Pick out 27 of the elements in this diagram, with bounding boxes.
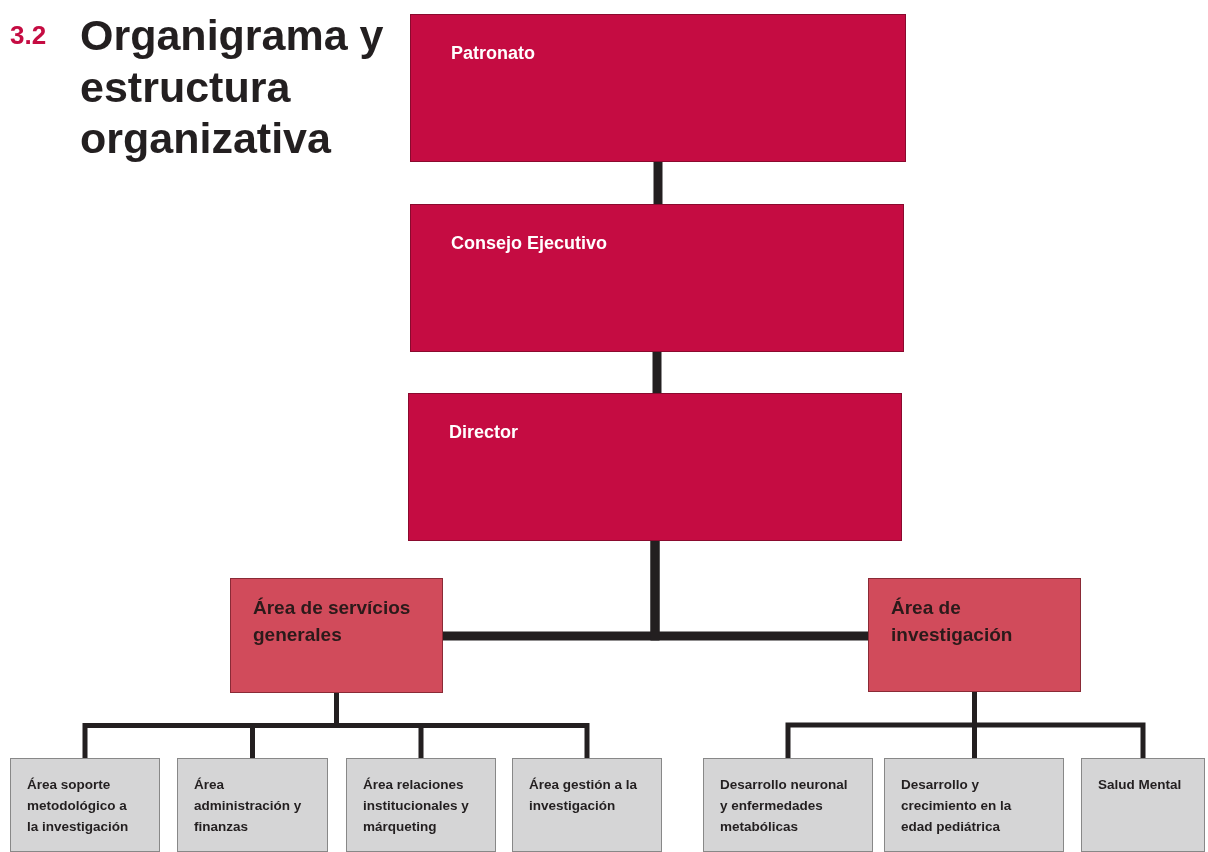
unit-box — [10, 758, 160, 852]
section-number: 3.2 — [10, 20, 47, 51]
box-label: Salud Mental — [1098, 776, 1183, 794]
box-label: Desarrollo y crecimiento en la edad pediátrica — [901, 776, 1013, 836]
unit-box — [703, 758, 873, 852]
unit-box — [1081, 758, 1205, 852]
box-label: Área soporte metodológico a la investigación — [27, 776, 130, 836]
box-label: Desarrollo neuronal y enfermedades metabólicas — [720, 776, 849, 836]
box-label: Patronato — [451, 43, 536, 64]
governance-box — [408, 393, 902, 541]
box-label: Director — [449, 422, 520, 443]
box-label: Área de investigación — [891, 596, 1014, 647]
area-box — [230, 578, 443, 693]
heading: Organigrama y estructura organizativa — [80, 10, 385, 165]
unit-box — [177, 758, 328, 852]
box-label: Área administración y finanzas — [194, 776, 303, 836]
unit-box — [512, 758, 662, 852]
governance-box — [410, 14, 906, 162]
box-label: Área de servícios generales — [253, 596, 412, 647]
unit-box — [346, 758, 496, 852]
governance-box — [410, 204, 904, 352]
connector-line — [972, 689, 1146, 761]
box-label: Área relaciones institucionales y márqueting — [363, 776, 470, 836]
area-box — [868, 578, 1081, 692]
unit-box — [884, 758, 1064, 852]
box-label: Área gestión a la investigación — [529, 776, 639, 815]
box-label: Consejo Ejecutivo — [451, 233, 609, 254]
